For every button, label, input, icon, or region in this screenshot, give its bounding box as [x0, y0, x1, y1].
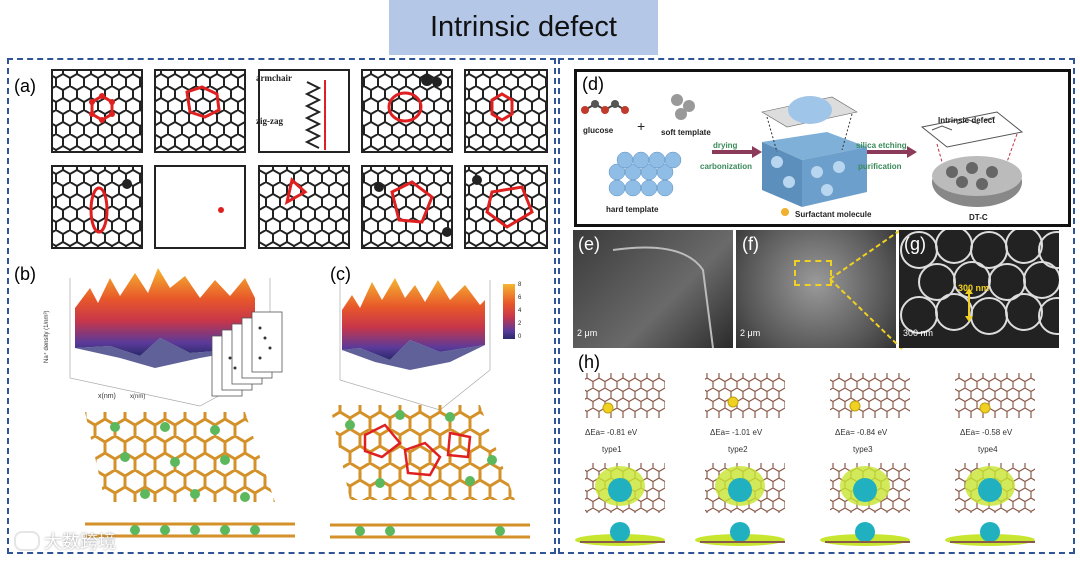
carbonization-label: carbonization	[700, 162, 753, 171]
label-e: (e)	[578, 234, 600, 254]
cbar-tick-0: 0	[518, 334, 522, 340]
label-h: (h)	[578, 352, 600, 372]
left-panel	[7, 58, 556, 554]
g-annotation: 300 nm	[958, 283, 990, 293]
surfactant-label: Surfactant molecule	[795, 210, 872, 219]
e-scalebar-label: 2 μm	[577, 328, 598, 338]
sem-image-e: 2 μm	[573, 230, 733, 348]
colorbar	[503, 284, 515, 339]
f-scalebar-label: 2 μm	[740, 328, 761, 338]
intrinsic-defect-label: Intrinsic defect	[938, 116, 995, 125]
panel-d-figure	[581, 94, 1024, 216]
label-a: (a)	[14, 76, 36, 96]
panel-c-structure	[330, 405, 530, 539]
page-title: Intrinsic defect	[389, 0, 658, 55]
glucose-label: glucose	[583, 126, 614, 135]
watermark-text: 大数跨境	[44, 532, 116, 553]
label-d: (d)	[582, 74, 604, 94]
type1-name: type1	[602, 445, 622, 454]
cbar-tick-6: 6	[518, 295, 522, 301]
label-g: (g)	[904, 234, 926, 254]
right-panel	[558, 58, 1075, 554]
label-b: (b)	[14, 264, 36, 284]
silica-etching-label: silica etching	[856, 141, 907, 150]
zoom-box	[794, 260, 832, 286]
svg-text:x(nm): x(nm)	[130, 394, 145, 400]
label-f: (f)	[742, 234, 759, 254]
cbar-tick-4: 4	[518, 308, 522, 314]
purification-label: purification	[858, 162, 902, 171]
panel-a-figure	[51, 69, 548, 249]
soft-template-label: soft template	[661, 128, 711, 137]
sem-image-g: 300 nm	[899, 230, 1059, 348]
watermark: 大数跨境	[14, 528, 116, 554]
type4-name: type4	[978, 445, 998, 454]
zigzag-label: zig-zag	[256, 116, 283, 126]
armchair-label: armchair	[256, 73, 292, 83]
g-scalebar-label: 300 nm	[903, 328, 934, 338]
wechat-icon	[14, 531, 40, 551]
type2-name: type2	[728, 445, 748, 454]
cbar-tick-8: 8	[518, 282, 522, 288]
label-c: (c)	[330, 264, 351, 284]
svg-text:Na⁺ density (1/nm³): Na⁺ density (1/nm³)	[43, 310, 50, 363]
hard-template-label: hard template	[606, 205, 659, 214]
drying-label: drying	[713, 141, 738, 150]
cbar-tick-2: 2	[518, 321, 522, 327]
type3-energy: ΔEa= -0.84 eV	[835, 428, 888, 437]
type4-energy: ΔEa= -0.58 eV	[960, 428, 1013, 437]
panel-b-structure	[85, 412, 295, 538]
sem-image-f: 2 μm	[736, 230, 896, 348]
type2-energy: ΔEa= -1.01 eV	[710, 428, 763, 437]
type1-energy: ΔEa= -0.81 eV	[585, 428, 638, 437]
b-xlabel: x(nm)	[98, 393, 116, 400]
dtc-label: DT-C	[969, 213, 988, 222]
plus-sign: +	[637, 118, 646, 134]
zoom-lines	[829, 228, 903, 350]
type3-name: type3	[853, 445, 873, 454]
panel-b-slices	[211, 311, 283, 397]
panel-h-figure	[575, 373, 1035, 546]
